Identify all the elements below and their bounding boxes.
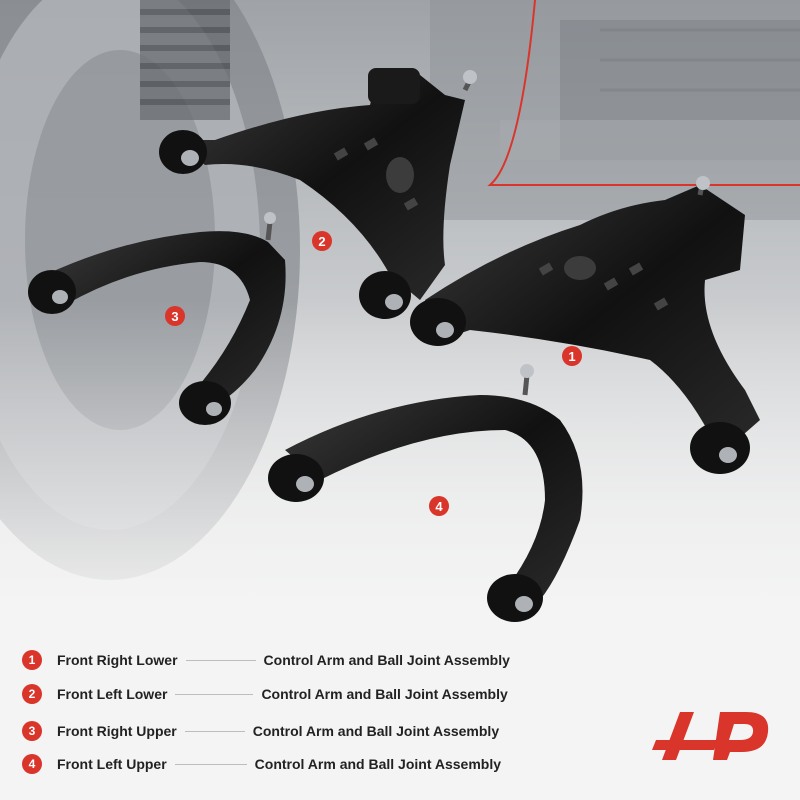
legend-description: Control Arm and Ball Joint Assembly [263,652,510,668]
marker-2: 2 [312,231,332,251]
legend-number: 3 [22,721,42,741]
legend-divider [174,763,247,765]
marker-1: 1 [562,346,582,366]
legend-position: Front Left Lower [57,686,168,702]
legend-row-1: 1 Front Right Lower Control Arm and Ball… [22,649,542,671]
product-scene [0,0,800,640]
legend-number: 1 [22,650,42,670]
legend-number: 2 [22,684,42,704]
legend-row-2: 2 Front Left Lower Control Arm and Ball … [22,683,542,705]
legend-position: Front Left Upper [57,756,167,772]
marker-4: 4 [429,496,449,516]
strut-boot [140,0,230,120]
legend-divider [184,730,245,732]
legend-position: Front Right Lower [57,652,178,668]
brand-logo-icon [652,712,769,760]
legend-divider [185,659,256,661]
legend-divider [175,693,254,695]
legend-row-4: 4 Front Left Upper Control Arm and Ball … [22,753,542,775]
legend-row-3: 3 Front Right Upper Control Arm and Ball… [22,720,542,742]
control-arm-front-left-lower [159,68,477,319]
marker-3: 3 [165,306,185,326]
control-arm-front-right-upper [28,212,286,425]
control-arm-front-right-lower [410,176,760,474]
legend-number: 4 [22,754,42,774]
control-arm-front-left-upper [268,364,583,622]
legend-description: Control Arm and Ball Joint Assembly [252,723,500,739]
legend-description: Control Arm and Ball Joint Assembly [261,686,508,702]
legend-position: Front Right Upper [57,723,177,739]
legend-description: Control Arm and Ball Joint Assembly [254,756,501,772]
